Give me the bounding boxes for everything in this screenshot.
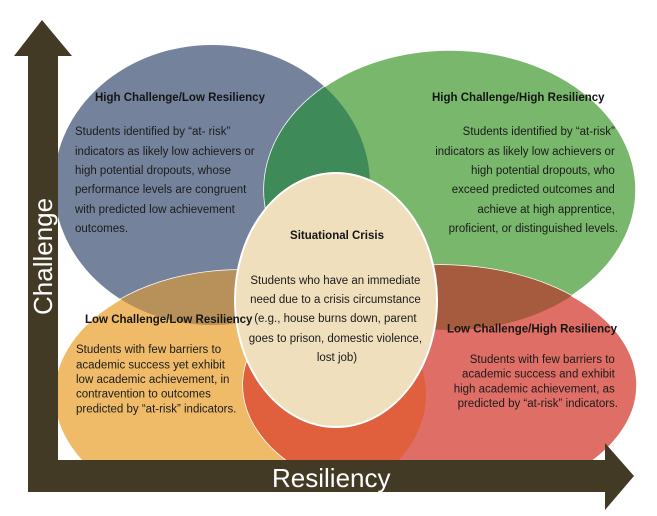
- quadrant-title: Situational Crisis: [290, 230, 384, 242]
- quadrant-body: Students who have an immediate need due …: [249, 275, 425, 364]
- quadrant-situational-crisis: Situational Crisis Students who have an …: [249, 230, 425, 364]
- ellipse-situational-crisis: [234, 172, 438, 428]
- quadrant-title: Low Challenge/Low Resiliency: [85, 314, 253, 326]
- quadrant-title: High Challenge/Low Resiliency: [95, 92, 266, 104]
- quadrant-body: Students identified by “at-risk” indicat…: [435, 126, 618, 235]
- quadrant-body: Students with few barriers to academic s…: [454, 354, 618, 410]
- quadrant-high-challenge-low-resiliency: High Challenge/Low Resiliency Students i…: [74, 92, 266, 235]
- venn-ellipses: [58, 45, 638, 460]
- quadrant-body: Students identified by “at- risk” indica…: [74, 126, 258, 235]
- x-axis-arrow: [28, 443, 634, 510]
- quadrant-low-challenge-high-resiliency: Low Challenge/High Resiliency Students w…: [447, 324, 618, 411]
- axes: [14, 20, 634, 510]
- quadrant-title: High Challenge/High Resiliency: [432, 92, 605, 104]
- quadrant-title: Low Challenge/High Resiliency: [447, 324, 618, 336]
- quadrant-body: Students with few barriers to academic s…: [76, 344, 236, 415]
- y-axis-arrow: [14, 20, 72, 492]
- y-axis-label: Challenge: [28, 198, 58, 315]
- x-axis-label: Resiliency: [272, 463, 391, 493]
- quadrant-low-challenge-low-resiliency: Low Challenge/Low Resiliency Students wi…: [76, 314, 253, 416]
- quadrant-high-challenge-high-resiliency: High Challenge/High Resiliency Students …: [432, 92, 618, 235]
